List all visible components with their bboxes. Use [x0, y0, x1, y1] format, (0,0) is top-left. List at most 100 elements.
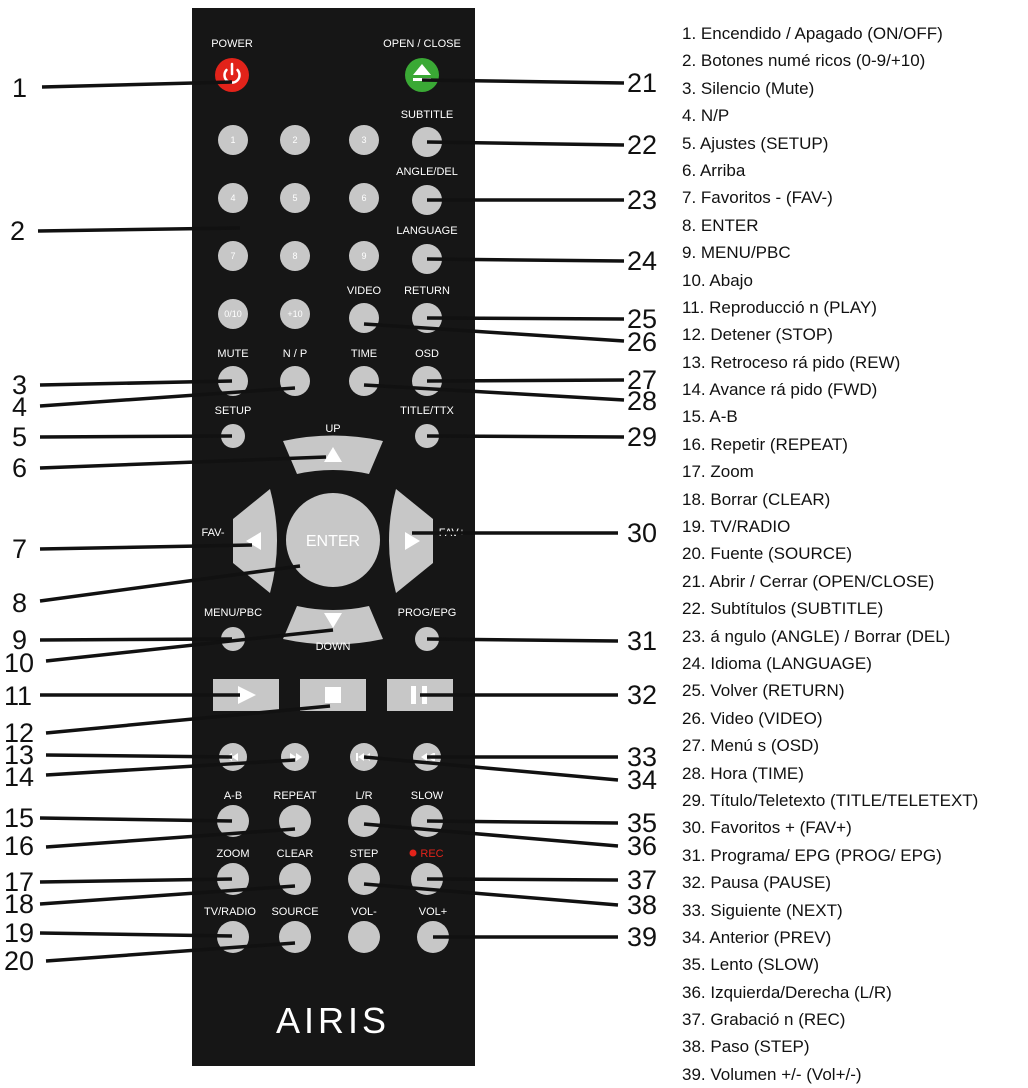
angle-del-label: ANGLE/DEL	[396, 166, 458, 178]
callout-number: 4	[12, 392, 27, 422]
callout-number: 8	[12, 588, 27, 618]
repeat-button[interactable]	[279, 805, 311, 837]
callout-number: 29	[627, 422, 657, 452]
callout-number: 31	[627, 626, 657, 656]
legend-item: 18. Borrar (CLEAR)	[682, 489, 831, 509]
callout-number: 23	[627, 185, 657, 215]
digit-button-1[interactable]	[218, 125, 248, 155]
legend-item: 15. A-B	[682, 407, 738, 427]
source-button[interactable]	[279, 921, 311, 953]
open-close-label: OPEN / CLOSE	[383, 38, 461, 50]
tv-radio-button[interactable]	[217, 921, 249, 953]
digit-label-7: 7	[230, 251, 235, 261]
digit-label-plus10: +10	[287, 309, 302, 319]
legend-item: 23. á ngulo (ANGLE) / Borrar (DEL)	[682, 626, 951, 646]
legend-item: 28. Hora (TIME)	[682, 763, 804, 783]
zoom-label: ZOOM	[217, 848, 250, 860]
digit-button-3[interactable]	[349, 125, 379, 155]
callout-number: 38	[627, 890, 657, 920]
legend-item: 3. Silencio (Mute)	[682, 78, 815, 98]
setup-button[interactable]	[221, 424, 245, 448]
callout-number: 3	[12, 370, 27, 400]
time-button[interactable]	[349, 366, 379, 396]
return-label: RETURN	[404, 285, 450, 297]
digit-label-1: 1	[230, 135, 235, 145]
legend-item: 12. Detener (STOP)	[682, 325, 833, 345]
digit-button-2[interactable]	[280, 125, 310, 155]
step-button[interactable]	[348, 863, 380, 895]
video-label: VIDEO	[347, 285, 382, 297]
zoom-button[interactable]	[217, 863, 249, 895]
slow-label: SLOW	[411, 790, 444, 802]
lr-button[interactable]	[348, 805, 380, 837]
down-label: DOWN	[316, 641, 351, 653]
mute-button[interactable]	[218, 366, 248, 396]
legend-item: 22. Subtítulos (SUBTITLE)	[682, 599, 884, 619]
digit-button-9[interactable]	[349, 241, 379, 271]
ab-button[interactable]	[217, 805, 249, 837]
ab-label: A-B	[224, 790, 242, 802]
legend-item: 39. Volumen +/- (Vol+/-)	[682, 1064, 862, 1084]
legend-item: 5. Ajustes (SETUP)	[682, 133, 829, 153]
np-label: N / P	[283, 348, 307, 360]
vol-minus-button[interactable]	[348, 921, 380, 953]
up-arrow-icon	[324, 447, 342, 462]
digit-label-6: 6	[361, 193, 366, 203]
legend-item: 11. Reproducció n (PLAY)	[682, 297, 877, 317]
play-icon	[238, 686, 256, 704]
menu-pbc-button[interactable]	[221, 627, 245, 651]
callout-number: 27	[627, 365, 657, 395]
legend-item: 33. Siguiente (NEXT)	[682, 900, 843, 920]
video-button[interactable]	[349, 303, 379, 333]
digit-button-5[interactable]	[280, 183, 310, 213]
legend-item: 32. Pausa (PAUSE)	[682, 873, 831, 893]
legend-item: 6. Arriba	[682, 160, 746, 180]
legend-item: 19. TV/RADIO	[682, 517, 791, 537]
callout-number: 10	[4, 648, 34, 678]
brand-logo: AIRIS	[276, 1000, 390, 1041]
stop-icon	[325, 687, 341, 703]
right-arrow-icon	[405, 532, 420, 550]
prog-epg-label: PROG/EPG	[398, 607, 457, 619]
lr-label: L/R	[355, 790, 372, 802]
digit-button-0-10[interactable]	[218, 299, 248, 329]
eject-icon	[413, 64, 431, 81]
time-label: TIME	[351, 348, 377, 360]
title-ttx-label: TITLE/TTX	[400, 405, 454, 417]
callout-number: 24	[627, 246, 657, 276]
legend-item: 4. N/P	[682, 106, 730, 126]
digit-button-8[interactable]	[280, 241, 310, 271]
enter-button[interactable]	[286, 493, 380, 587]
callout-number: 39	[627, 922, 657, 952]
mute-label: MUTE	[217, 348, 248, 360]
np-button[interactable]	[280, 366, 310, 396]
digit-button-4[interactable]	[218, 183, 248, 213]
digit-button-6[interactable]	[349, 183, 379, 213]
power-label: POWER	[211, 38, 253, 50]
callout-number: 7	[12, 534, 27, 564]
callout-number: 37	[627, 865, 657, 895]
digit-label-5: 5	[292, 193, 297, 203]
up-label: UP	[325, 423, 340, 435]
legend-item: 27. Menú s (OSD)	[682, 736, 819, 756]
legend-item: 29. Título/Teletexto (TITLE/TELETEXT)	[682, 790, 979, 810]
callout-number: 14	[4, 762, 34, 792]
callout-number: 32	[627, 680, 657, 710]
callout-number: 33	[627, 742, 657, 772]
callout-number: 19	[4, 918, 34, 948]
language-label: LANGUAGE	[396, 225, 457, 237]
legend-item: 36. Izquierda/Derecha (L/R)	[682, 982, 892, 1002]
clear-button[interactable]	[279, 863, 311, 895]
legend-item: 8. ENTER	[682, 215, 759, 235]
callout-number: 26	[627, 327, 657, 357]
callout-number: 21	[627, 68, 657, 98]
digit-button-7[interactable]	[218, 241, 248, 271]
legend-item: 25. Volver (RETURN)	[682, 681, 845, 701]
callout-number: 22	[627, 130, 657, 160]
rec-dot-icon	[409, 849, 417, 857]
digit-button-plus10[interactable]	[280, 299, 310, 329]
callout-number: 28	[627, 386, 657, 416]
callout-number: 1	[12, 73, 27, 103]
callout-number: 36	[627, 831, 657, 861]
menu-pbc-label: MENU/PBC	[204, 607, 262, 619]
